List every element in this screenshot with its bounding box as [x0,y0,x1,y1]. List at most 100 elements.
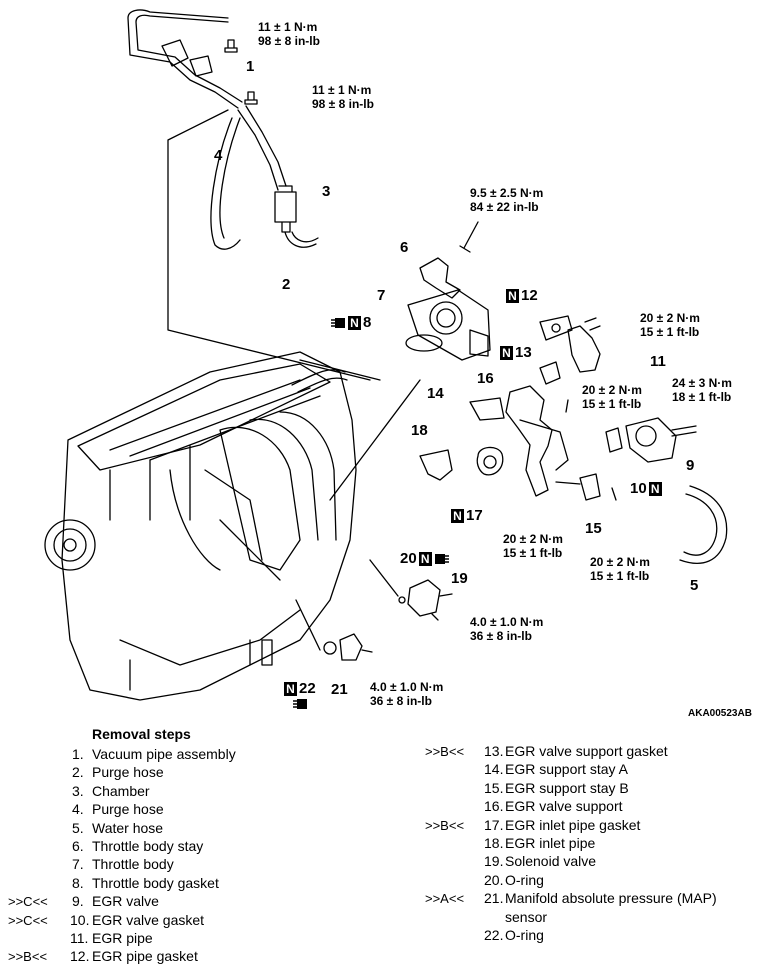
step-number: 6. [72,838,84,854]
callout-18: 18 [411,422,428,439]
purge-hose-4 [237,105,287,191]
callout-19: 19 [451,570,468,587]
egr-support-stay-b [579,473,601,501]
step-number: 13. [484,743,504,759]
procedure-reference-mark: >>B<< [8,949,48,965]
step-label: EGR pipe gasket [92,948,198,965]
step-label: EGR valve [92,893,159,910]
callout-9: 9 [686,457,695,474]
step-number: 9. [72,893,84,910]
throttle-body-stay [419,257,461,299]
step-number: 11. [70,930,89,946]
vacuum-pipe-assembly [127,9,243,109]
step-number: 10. [70,911,90,928]
egr-pipe [567,325,601,373]
removal-steps-title: Removal steps [92,726,191,742]
callout-4: 4 [214,147,223,164]
callout-10: 10 [630,480,647,497]
step-label: EGR valve support gasket [505,743,668,759]
step-label: EGR pipe [92,930,153,946]
new-part-icon: N [418,552,432,567]
step-label: Water hose [92,819,164,836]
egr-pipe-gasket [539,315,573,341]
callout-1: 1 [246,58,255,75]
step-number: 1. [72,746,84,762]
egr-inlet-pipe-gasket [476,446,504,476]
new-part-icon: N [648,482,662,497]
step-number: 22. [484,927,504,943]
callout-11: 11 [650,353,666,370]
water-hose [679,485,728,564]
step-label: sensor [505,908,548,925]
sealant-icon [434,554,449,565]
step-label: Manifold absolute pressure (MAP) [505,890,717,907]
egr-inlet-pipe [419,449,453,481]
egr-valve-support-gasket [539,361,561,385]
step-number: 7. [72,856,84,873]
step-number: 17. [484,816,504,833]
callout-13: 13 [515,344,532,361]
step-label: Purge hose [92,801,164,818]
callout-16: 16 [477,370,494,387]
procedure-reference-mark: >>B<< [425,744,465,759]
purge-hose-2 [284,231,319,248]
step-label: EGR support stay A [505,761,628,778]
step-label: EGR valve gasket [92,911,205,928]
callout-17: 17 [466,507,483,524]
procedure-reference-mark: >>C<< [8,912,48,928]
new-part-icon: N [451,509,464,524]
throttle-body [407,289,491,361]
step-number: 4. [72,801,84,818]
egr-support-stay-a [469,397,505,421]
egr-valve-gasket [605,427,623,453]
egr-valve-support [505,385,553,497]
step-number: 2. [72,764,84,781]
step-number: 3. [72,782,84,799]
step-number: 20. [484,871,504,888]
engine-assembly [44,351,357,701]
callout-20: 20 [400,550,417,567]
figure-code: AKA00523AB [688,708,752,719]
new-part-icon: N [348,316,361,331]
step-number: 15. [484,779,504,796]
step-label: EGR inlet pipe gasket [505,816,641,833]
new-part-icon: N [284,682,297,697]
step-number: 21. [484,890,504,907]
new-part-icon: N [500,346,513,361]
sealant-icon [331,318,345,329]
step-label: Throttle body [92,856,174,873]
callout-15: 15 [585,520,602,537]
map-sensor [339,633,363,661]
solenoid-valve [407,579,441,617]
step-label: Throttle body stay [92,838,204,854]
callout-22: 22 [299,680,316,697]
callout-7: 7 [377,287,386,304]
step-number: 16. [484,798,504,815]
step-label: O-ring [505,871,544,888]
callout-3: 3 [322,183,331,200]
step-label: Purge hose [92,764,164,781]
callout-21: 21 [331,681,348,698]
step-label: Solenoid valve [505,853,597,870]
procedure-reference-mark: >>A<< [425,891,465,907]
step-label: EGR support stay B [505,779,629,796]
egr-valve [625,417,677,463]
callout-5: 5 [690,577,699,594]
step-label: O-ring [505,927,544,943]
callout-8: 8 [363,314,372,331]
procedure-reference-mark: >>C<< [8,894,48,910]
step-label: Throttle body gasket [92,874,219,891]
